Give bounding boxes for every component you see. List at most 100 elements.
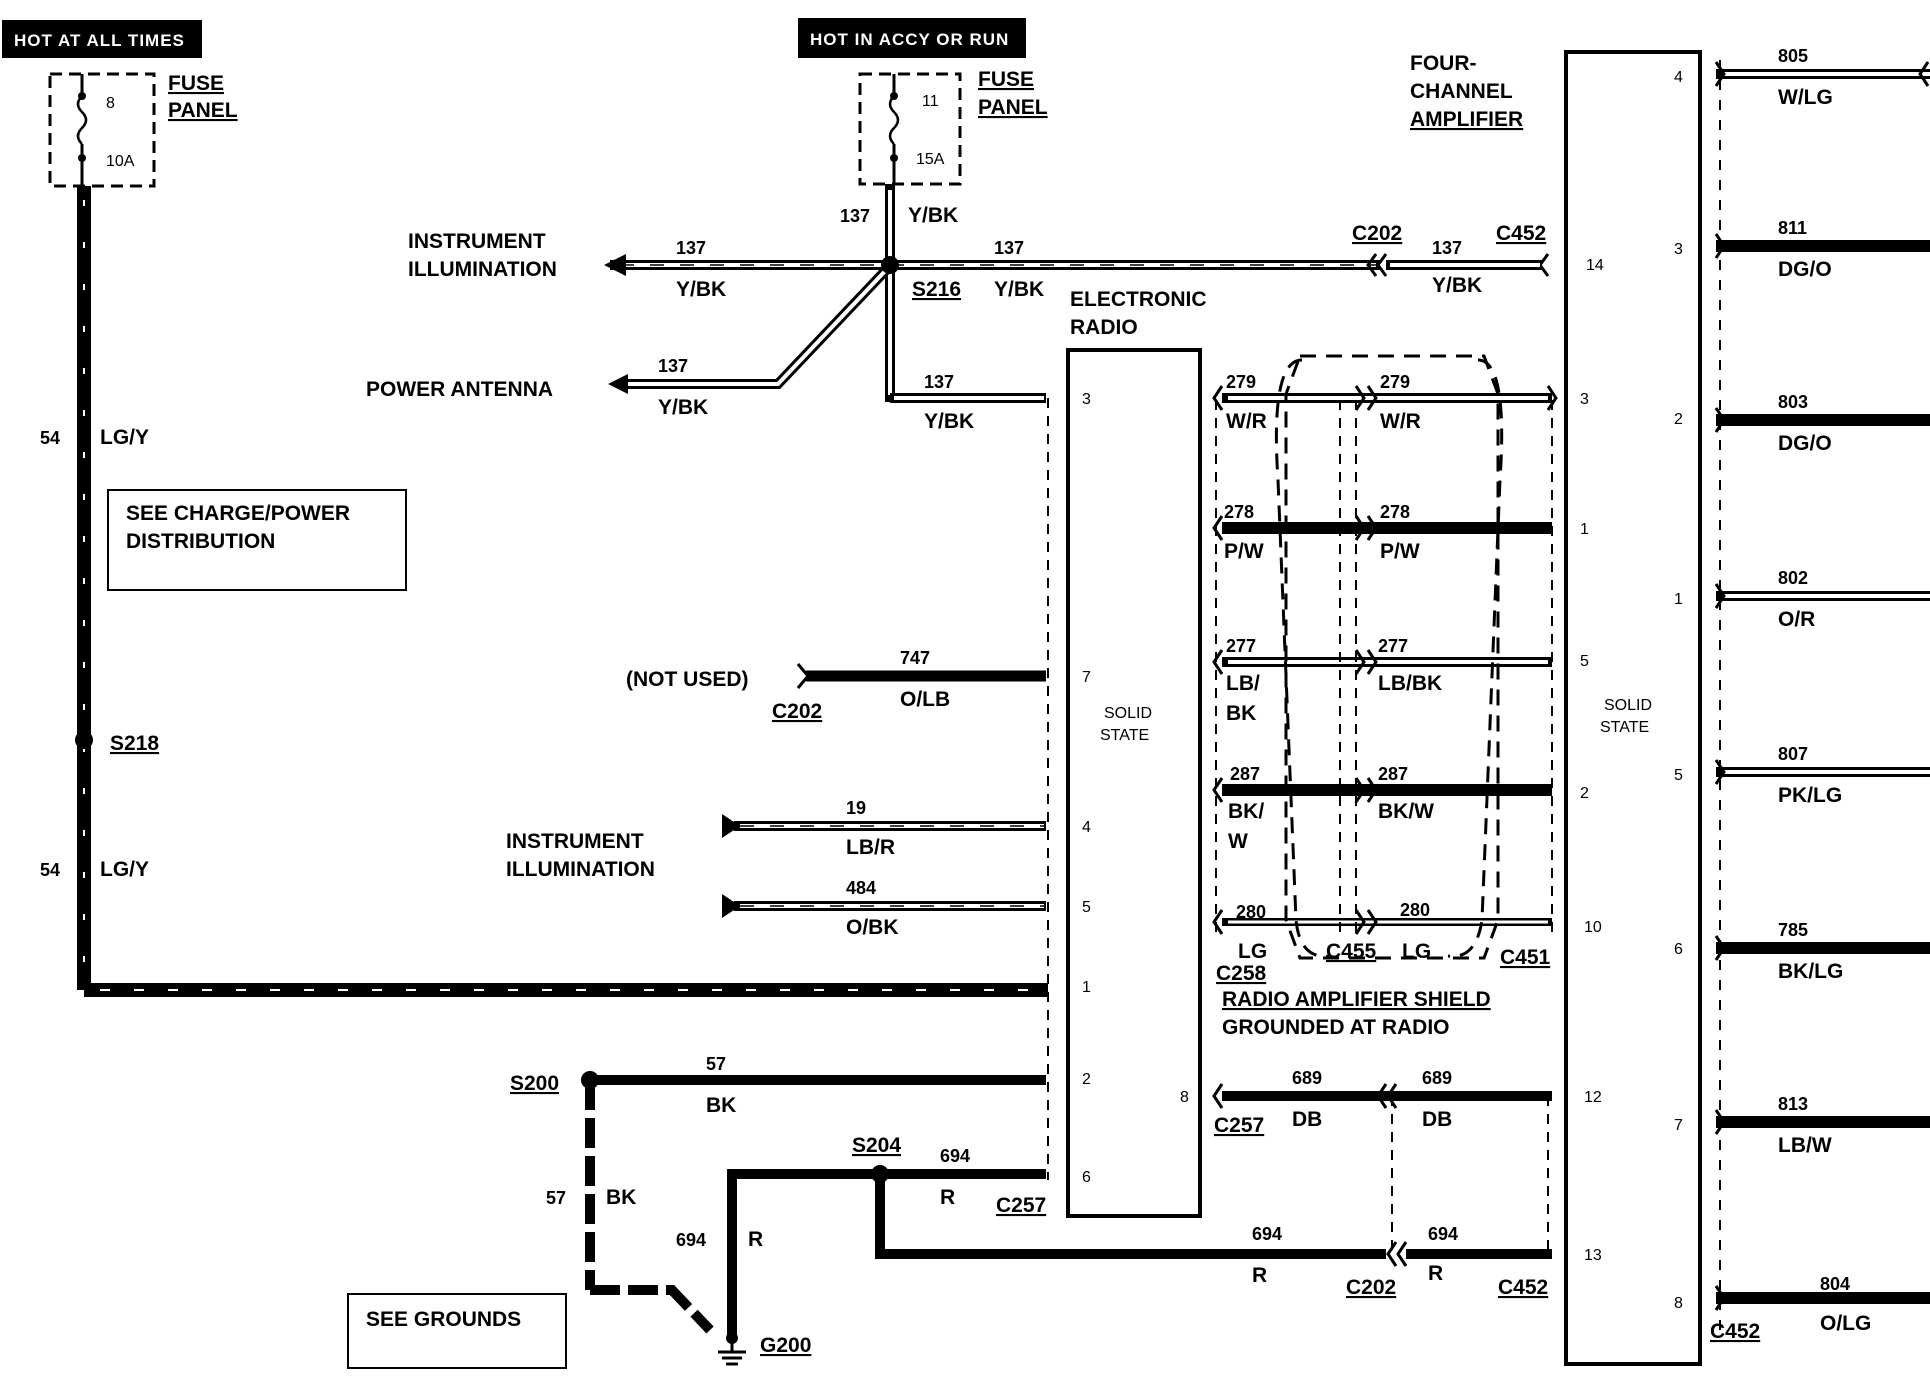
svg-text:Y/BK: Y/BK bbox=[994, 278, 1044, 301]
svg-text:1: 1 bbox=[1082, 979, 1091, 996]
svg-text:279: 279 bbox=[1380, 372, 1410, 392]
svg-text:137: 137 bbox=[840, 206, 870, 226]
splice-label: G200 bbox=[760, 1334, 811, 1357]
svg-text:ILLUMINATION: ILLUMINATION bbox=[408, 258, 557, 281]
svg-text:LG: LG bbox=[1238, 940, 1267, 963]
speaker-wire: 811 DG/O bbox=[1714, 218, 1930, 281]
speaker-wires: 805 W/LG 811 DG/O 803 DG/O 802 O/R 807 bbox=[1710, 46, 1930, 1343]
splice-label: S216 bbox=[912, 278, 961, 301]
svg-text:Y/BK: Y/BK bbox=[676, 278, 726, 301]
svg-text:FOUR-: FOUR- bbox=[1410, 52, 1477, 75]
svg-text:278: 278 bbox=[1380, 502, 1410, 522]
svg-text:805: 805 bbox=[1778, 46, 1808, 66]
svg-text:CHANNEL: CHANNEL bbox=[1410, 80, 1513, 103]
wire-747: 747 O/LB C202 bbox=[772, 648, 1046, 723]
svg-text:LG/Y: LG/Y bbox=[100, 858, 149, 881]
svg-text:LG: LG bbox=[1402, 940, 1431, 963]
svg-text:3: 3 bbox=[1082, 391, 1091, 408]
svg-text:280: 280 bbox=[1400, 900, 1430, 920]
shield-label: RADIO AMPLIFIER SHIELD bbox=[1222, 988, 1491, 1011]
svg-text:Y/BK: Y/BK bbox=[658, 396, 708, 419]
svg-text:BK/W: BK/W bbox=[1378, 800, 1434, 823]
svg-text:O/R: O/R bbox=[1778, 608, 1815, 631]
svg-text:O/BK: O/BK bbox=[846, 916, 899, 939]
svg-text:ILLUMINATION: ILLUMINATION bbox=[506, 858, 655, 881]
svg-text:BK/LG: BK/LG bbox=[1778, 960, 1843, 983]
svg-text:802: 802 bbox=[1778, 568, 1808, 588]
svg-text:P/W: P/W bbox=[1224, 540, 1264, 563]
svg-text:R: R bbox=[1252, 1264, 1267, 1287]
electronic-radio: ELECTRONIC RADIO SOLID STATE bbox=[1047, 288, 1207, 1218]
speaker-wire: 803 DG/O bbox=[1714, 392, 1930, 455]
svg-text:INSTRUMENT: INSTRUMENT bbox=[408, 230, 546, 253]
connector-label: C451 bbox=[1500, 946, 1551, 969]
svg-text:689: 689 bbox=[1292, 1068, 1322, 1088]
svg-text:STATE: STATE bbox=[1600, 719, 1649, 736]
svg-text:807: 807 bbox=[1778, 744, 1808, 764]
fuse-label: FUSE bbox=[168, 72, 224, 95]
svg-text:BK: BK bbox=[606, 1186, 636, 1209]
svg-text:PK/LG: PK/LG bbox=[1778, 784, 1842, 807]
connector-label: C202 bbox=[772, 700, 822, 723]
speaker-wire: 804 O/LG C452 bbox=[1710, 1274, 1930, 1343]
connector-label: C202 bbox=[1352, 222, 1402, 245]
fuse-number: 11 bbox=[922, 93, 939, 110]
svg-text:Y/BK: Y/BK bbox=[924, 410, 974, 433]
svg-text:7: 7 bbox=[1674, 1117, 1683, 1134]
svg-text:8: 8 bbox=[1180, 1089, 1189, 1106]
svg-text:Y/BK: Y/BK bbox=[1432, 274, 1482, 297]
svg-text:SOLID: SOLID bbox=[1104, 705, 1152, 722]
svg-text:803: 803 bbox=[1778, 392, 1808, 412]
svg-text:287: 287 bbox=[1230, 764, 1260, 784]
svg-text:280: 280 bbox=[1236, 902, 1266, 922]
svg-text:POWER ANTENNA: POWER ANTENNA bbox=[366, 378, 553, 401]
svg-text:DISTRIBUTION: DISTRIBUTION bbox=[126, 530, 275, 553]
svg-text:4: 4 bbox=[1674, 69, 1683, 86]
svg-text:(NOT USED): (NOT USED) bbox=[626, 668, 749, 691]
svg-text:5: 5 bbox=[1674, 767, 1683, 784]
svg-text:14: 14 bbox=[1586, 257, 1604, 274]
svg-text:4: 4 bbox=[1082, 819, 1091, 836]
connector-label: C455 bbox=[1326, 940, 1377, 963]
svg-text:3: 3 bbox=[1580, 391, 1589, 408]
svg-text:SOLID: SOLID bbox=[1604, 697, 1652, 714]
svg-text:137: 137 bbox=[1432, 238, 1462, 258]
svg-text:W/R: W/R bbox=[1226, 410, 1267, 433]
svg-text:HOT IN ACCY OR RUN: HOT IN ACCY OR RUN bbox=[810, 30, 1009, 49]
splice-label: S218 bbox=[110, 732, 159, 755]
wire-137: 137 Y/BK 137 Y/BK 137 Y/BK S216 137 Y/BK… bbox=[604, 184, 1550, 433]
fuse-panel-left: 8 10A FUSE PANEL bbox=[48, 72, 238, 188]
svg-text:6: 6 bbox=[1082, 1169, 1091, 1186]
svg-text:689: 689 bbox=[1422, 1068, 1452, 1088]
wire-54: 54 LG/Y 54 LG/Y S218 bbox=[40, 186, 1048, 997]
svg-text:747: 747 bbox=[900, 648, 930, 668]
svg-text:57: 57 bbox=[706, 1054, 726, 1074]
svg-text:HOT AT ALL TIMES: HOT AT ALL TIMES bbox=[14, 31, 185, 50]
speaker-wire: 802 O/R bbox=[1714, 568, 1930, 631]
amp-left-pins: 14 3 1 5 2 10 12 13 bbox=[1580, 257, 1604, 1264]
svg-text:LB/: LB/ bbox=[1226, 672, 1260, 695]
svg-text:INSTRUMENT: INSTRUMENT bbox=[506, 830, 644, 853]
svg-text:O/LB: O/LB bbox=[900, 688, 950, 711]
svg-text:277: 277 bbox=[1378, 636, 1408, 656]
svg-text:8: 8 bbox=[1674, 1295, 1683, 1312]
svg-text:DB: DB bbox=[1422, 1108, 1452, 1131]
svg-text:813: 813 bbox=[1778, 1094, 1808, 1114]
svg-text:13: 13 bbox=[1584, 1247, 1602, 1264]
svg-text:804: 804 bbox=[1820, 1274, 1850, 1294]
svg-text:694: 694 bbox=[676, 1230, 706, 1250]
banner-hot-at-all-times: HOT AT ALL TIMES bbox=[2, 20, 202, 58]
note-charge-power: SEE CHARGE/POWER DISTRIBUTION bbox=[107, 489, 407, 591]
svg-text:W: W bbox=[1228, 830, 1248, 853]
svg-text:LG/Y: LG/Y bbox=[100, 426, 149, 449]
fuse-rating: 15A bbox=[916, 151, 945, 168]
speaker-wire: 785 BK/LG bbox=[1714, 920, 1930, 983]
svg-text:1: 1 bbox=[1580, 521, 1589, 538]
wire-19: 19 LB/R bbox=[722, 798, 1046, 859]
svg-text:LB/BK: LB/BK bbox=[1378, 672, 1442, 695]
banner-hot-in-accy-or-run: HOT IN ACCY OR RUN bbox=[798, 18, 1026, 58]
svg-text:694: 694 bbox=[1428, 1224, 1458, 1244]
connector-label: C202 bbox=[1346, 1276, 1396, 1299]
svg-text:LB/W: LB/W bbox=[1778, 1134, 1832, 1157]
svg-text:RADIO: RADIO bbox=[1070, 316, 1138, 339]
